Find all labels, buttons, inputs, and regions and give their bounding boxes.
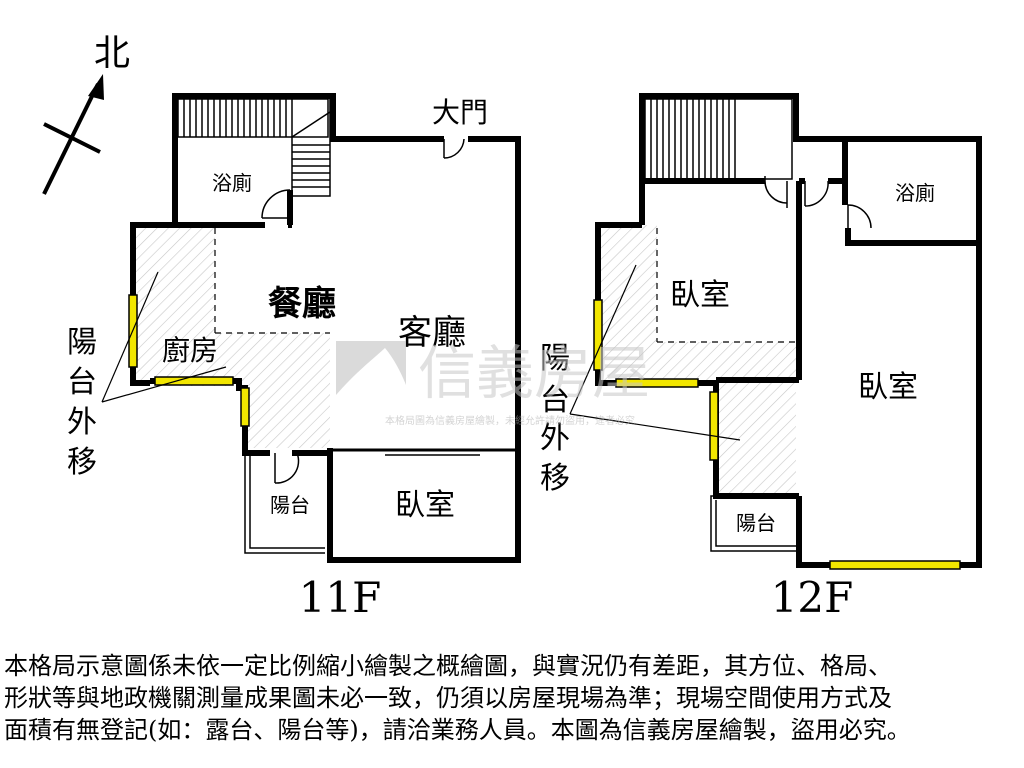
balcony-extension-area [719, 380, 796, 496]
balcony-11f [244, 453, 325, 554]
disclaimer-line: 形狀等與地政機關測量成果圖未必一致，仍須以房屋現場為準；現場空間使用方式及 [4, 684, 892, 712]
brand-logo-icon [336, 341, 406, 403]
floor-12-plan: 浴廁 臥室 臥室 陽台 12F 陽 台 外 移 [540, 93, 982, 622]
annotation-char: 外 [67, 405, 97, 440]
annotation-char: 移 [67, 445, 97, 480]
disclaimer-line: 本格局示意圖係未依一定比例縮小繪製之概繪圖，與實況仍有差距，其方位、格局、 [4, 652, 892, 680]
annotation-char: 移 [540, 461, 570, 496]
stairs-icon [177, 98, 331, 197]
annotation-char: 台 [67, 365, 97, 400]
annotation-char: 外 [540, 421, 570, 456]
disclaimer-line: 面積有無登記(如：露台、陽台等)，請洽業務人員。本圖為信義房屋繪製，盜用必究。 [4, 716, 911, 744]
room-label-balcony: 陽台 [270, 493, 310, 517]
stairs-icon [644, 98, 793, 180]
north-arrow-icon [88, 74, 104, 100]
room-label-bedroom-upper: 臥室 [670, 278, 730, 313]
room-label-bathroom: 浴廁 [212, 171, 252, 195]
watermark-brand: 信義房屋 [418, 339, 650, 407]
watermark: 信義房屋 本格局圖為信義房屋繪製，未經允許請勿盜用，違者必究 [336, 339, 650, 427]
room-label-kitchen: 廚房 [162, 334, 218, 367]
disclaimer-text: 本格局示意圖係未依一定比例縮小繪製之概繪圖，與實況仍有差距，其方位、格局、 形狀… [4, 650, 1020, 746]
window-icon [593, 299, 961, 570]
north-label: 北 [94, 33, 130, 74]
annotation-balcony-moved-11f: 陽 台 外 移 [67, 271, 227, 480]
annotation-char: 陽 [67, 325, 97, 360]
room-label-bedroom-large: 臥室 [858, 370, 918, 405]
balcony-12f [710, 495, 796, 552]
balcony-extension-area [599, 225, 796, 385]
floor-label-12f: 12F [771, 573, 854, 622]
watermark-notice: 本格局圖為信義房屋繪製，未經允許請勿盜用，違者必究 [385, 414, 635, 427]
annotation-balcony-moved-12f: 陽 台 外 移 [540, 264, 741, 496]
room-label-bedroom: 臥室 [395, 488, 455, 523]
floor-11-plan: 大門 浴廁 餐廳 客廳 廚房 陽台 臥室 11F 陽 台 外 移 [67, 93, 521, 622]
room-label-bathroom: 浴廁 [895, 181, 935, 205]
door-icon [764, 176, 872, 229]
floor-label-11f: 11F [299, 573, 382, 622]
balcony-extension-area [136, 228, 330, 448]
room-label-living: 客廳 [398, 313, 466, 353]
entrance-label: 大門 [432, 96, 488, 129]
floor-plan-diagram: 北 [42, 33, 982, 622]
door-icon [261, 138, 465, 484]
room-label-balcony: 陽台 [736, 511, 776, 535]
compass: 北 [42, 33, 130, 195]
annotation-char: 陽 [540, 341, 570, 376]
room-label-dining: 餐廳 [268, 284, 336, 324]
annotation-char: 台 [540, 383, 570, 418]
